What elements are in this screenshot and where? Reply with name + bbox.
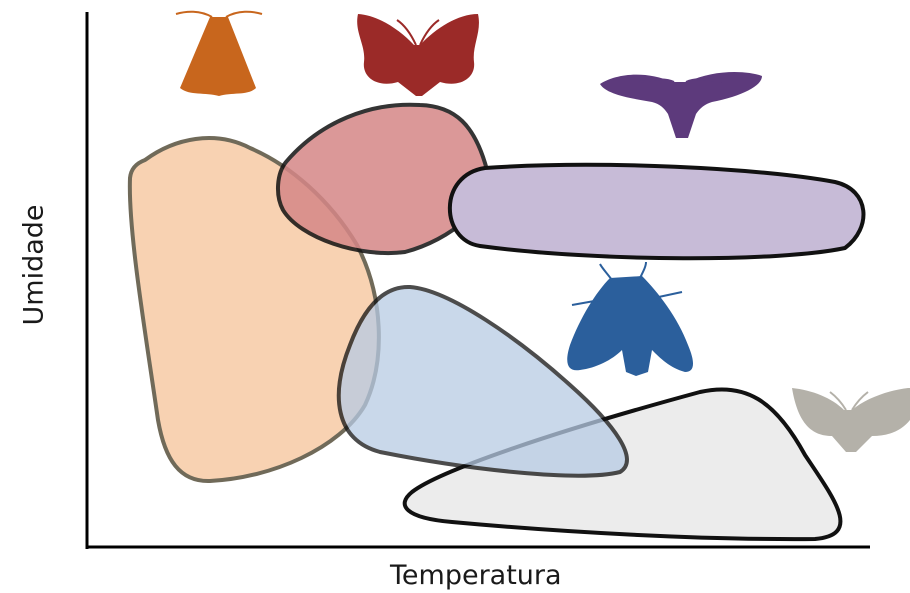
blue-hawkmoth-icon xyxy=(567,262,693,376)
orange-moth-icon xyxy=(176,12,262,96)
x-axis-label: Temperatura xyxy=(390,562,562,589)
purple-niche xyxy=(450,165,864,258)
gray-moth-icon xyxy=(792,388,910,452)
y-axis-label: Umidade xyxy=(21,205,48,326)
purple-hawkmoth-icon xyxy=(600,72,762,138)
red-moth-icon xyxy=(357,14,479,96)
